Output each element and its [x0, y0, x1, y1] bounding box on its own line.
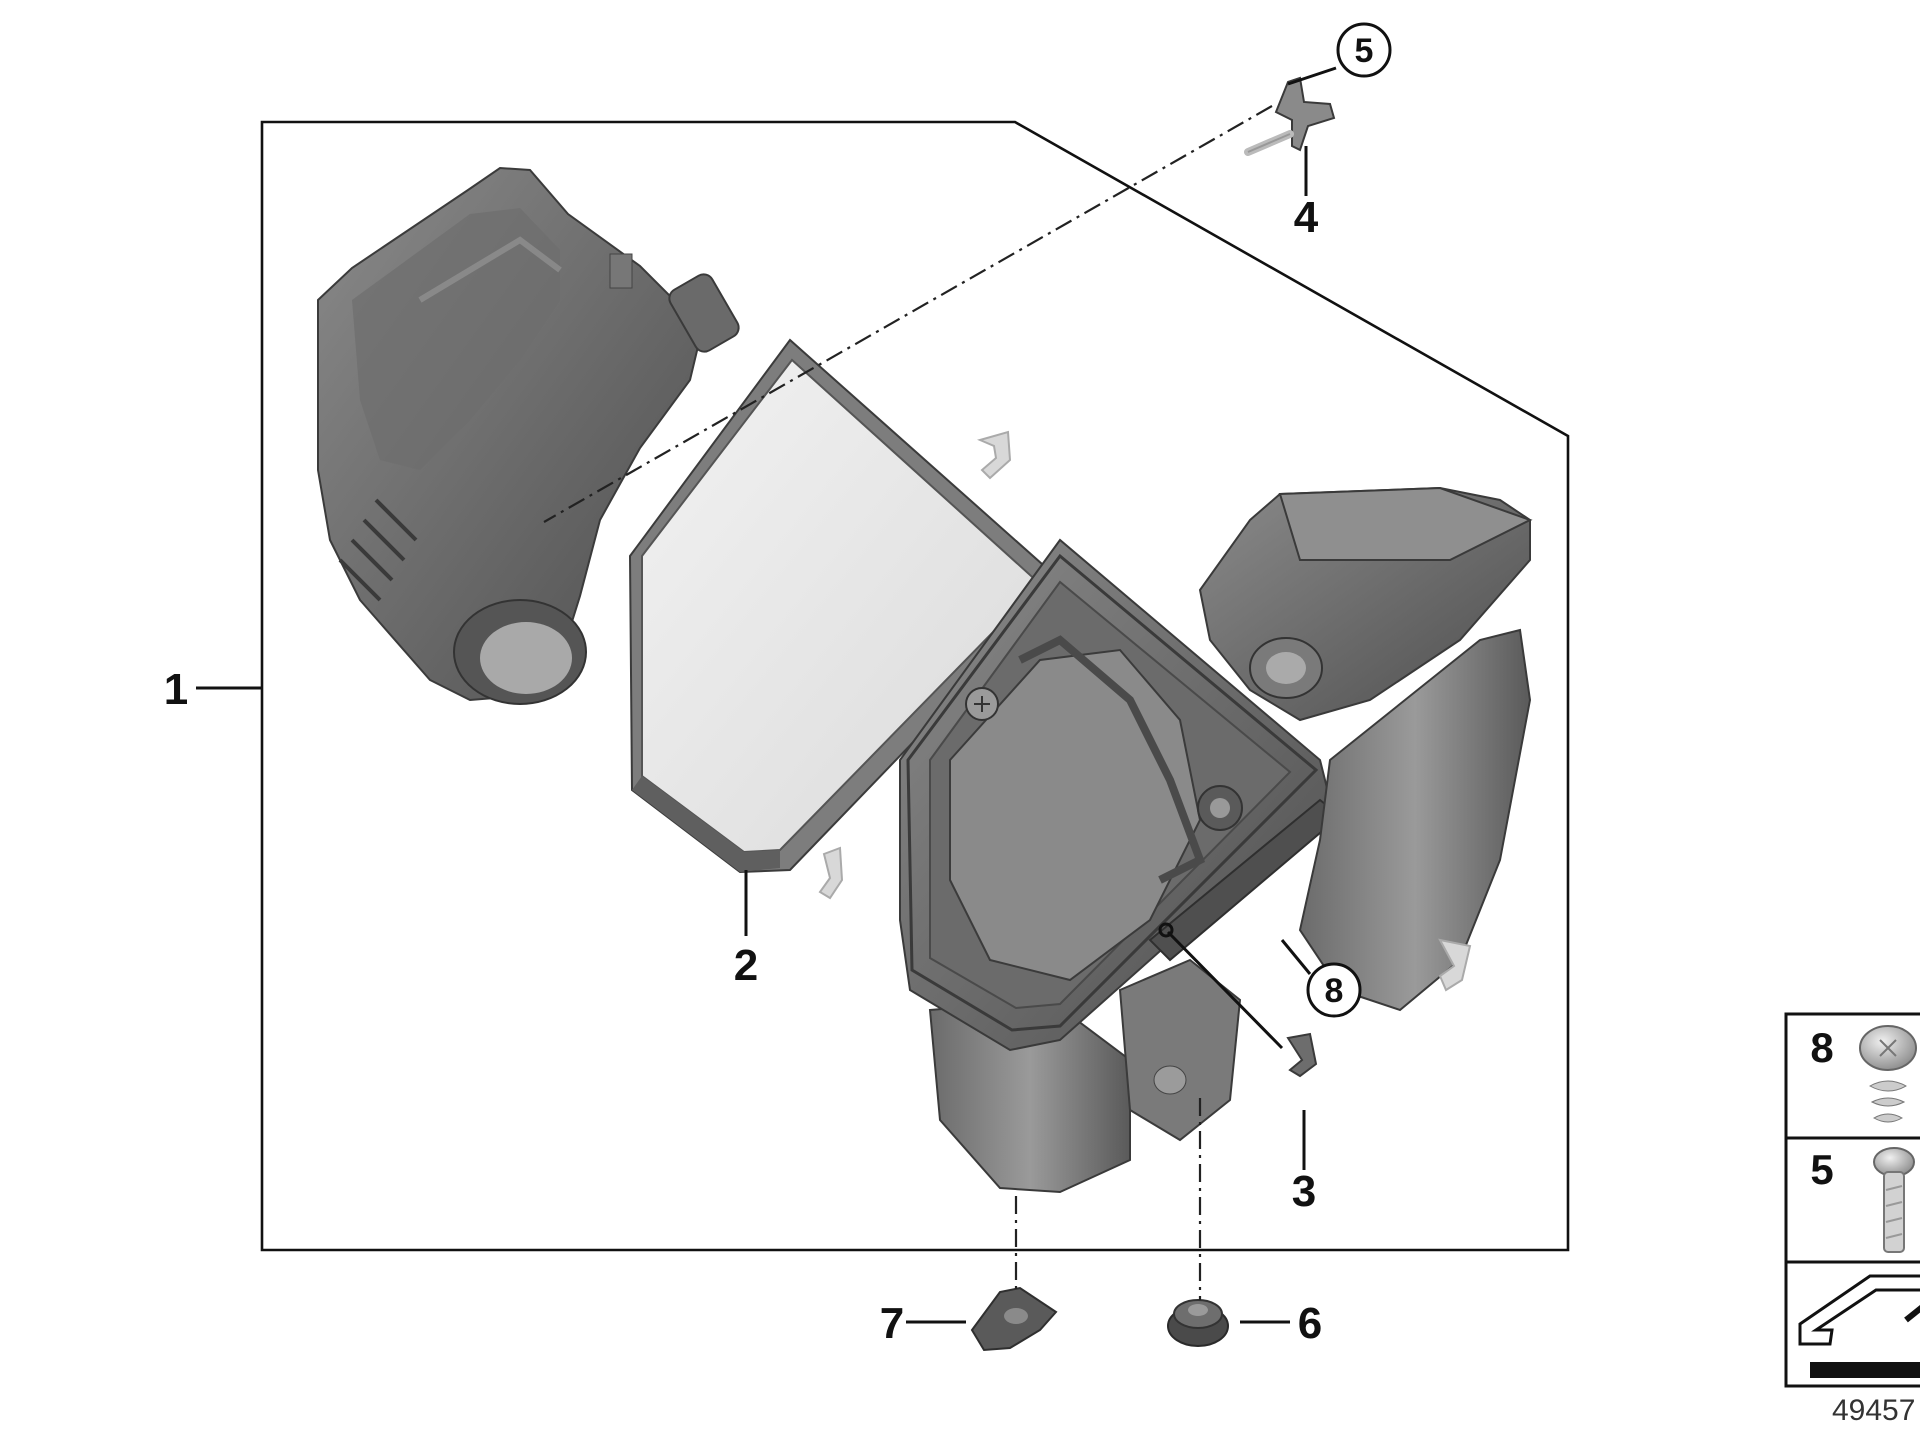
callout-circle-5: [1336, 22, 1392, 78]
callout-circle-8: [1306, 962, 1362, 1018]
air-filter-housing-lower: [899, 538, 1342, 1194]
leader-8: [1280, 939, 1312, 975]
gasket-arrow-icon: [1798, 1274, 1920, 1378]
callout-5: 5: [1355, 32, 1374, 70]
legend-label-5: 5: [1810, 1146, 1833, 1193]
callout-8: 8: [1325, 972, 1344, 1010]
screw-point-8: [1158, 922, 1174, 938]
document-id: 49457: [1832, 1394, 1915, 1427]
assembly-axis-line: [543, 105, 1273, 523]
screw-icon: [1873, 1147, 1915, 1253]
clip-item-3: [1286, 1032, 1318, 1078]
callout-7: 7: [880, 1299, 904, 1348]
callout-1: 1: [164, 665, 188, 714]
screw-with-washer-icon: [1859, 1025, 1917, 1123]
mount-item-7: [970, 1286, 1058, 1352]
legend-label-8: 8: [1810, 1024, 1833, 1071]
spring-clips: [818, 430, 1472, 992]
assembly-frame: [260, 120, 1570, 1252]
filter-element: [628, 338, 1062, 874]
legend-panel: 8 5: [1784, 1012, 1920, 1388]
resonator-duct: [1198, 486, 1533, 1012]
callout-6: 6: [1298, 1299, 1322, 1348]
leader-8-to-screw: [1166, 930, 1284, 1050]
leader-5: [1287, 66, 1337, 86]
callout-3: 3: [1292, 1167, 1316, 1216]
grommet-item-6: [1167, 1299, 1229, 1347]
callout-4: 4: [1294, 193, 1319, 242]
air-intake-snorkel: [317, 166, 740, 705]
sensor-item-4: [1244, 76, 1336, 156]
callout-2: 2: [734, 941, 758, 990]
